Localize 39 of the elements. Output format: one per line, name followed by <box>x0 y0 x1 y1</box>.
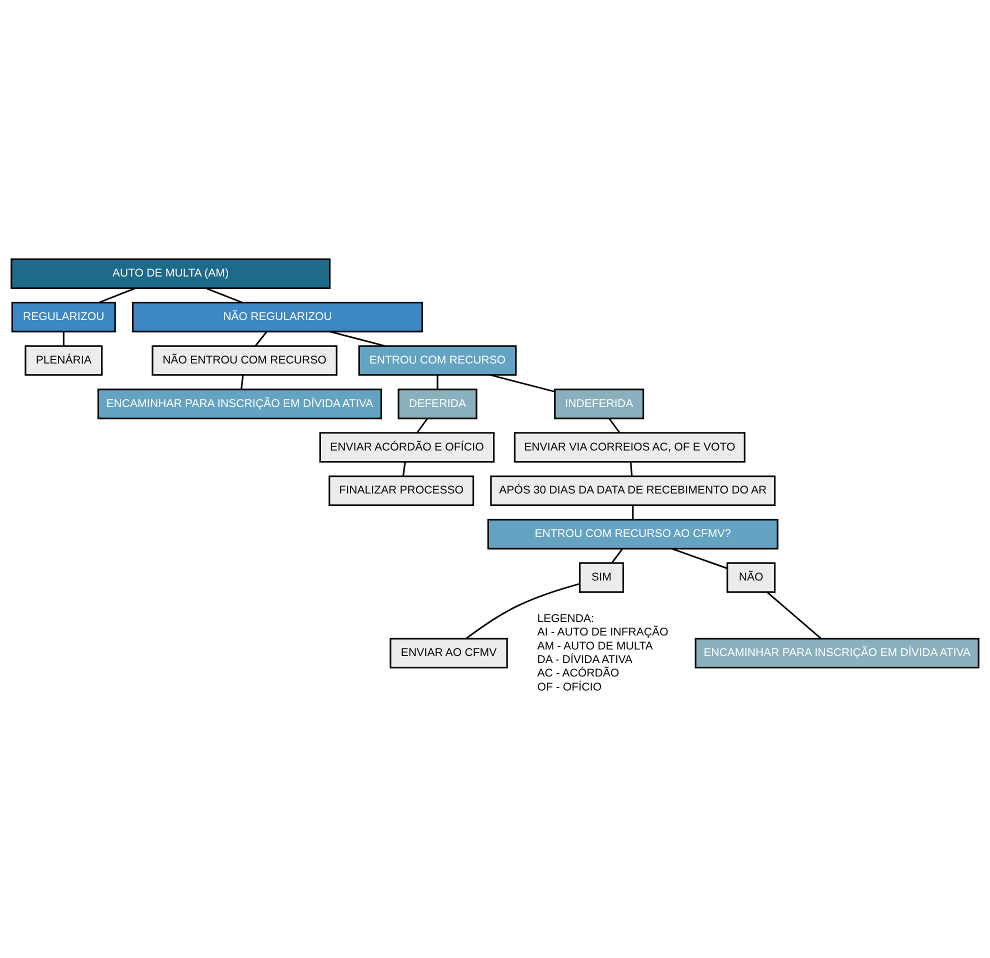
label: OF - OFÍCIO <box>537 680 602 693</box>
connector <box>240 374 244 389</box>
connector <box>436 374 438 389</box>
node-box: NÃO ENTROU COM RECURSO <box>152 344 338 376</box>
connector <box>632 504 634 519</box>
node-box: PLENÁRIA <box>24 344 103 376</box>
label: AC - ACÓRDÃO <box>537 667 620 680</box>
node-box: APÓS 30 DIAS DA DATA DE RECEBIMENTO DO AR <box>490 474 776 506</box>
connector <box>416 417 428 433</box>
connector <box>671 547 728 569</box>
label: AM - AUTO DE MULTA <box>537 640 653 652</box>
node-box: ENVIAR VIA CORREIOS AC, OF E VOTO <box>514 432 746 462</box>
connector <box>62 331 64 346</box>
node-box: ENTROU COM RECURSO <box>358 344 517 376</box>
node-box: DEFERIDA <box>398 388 478 419</box>
connector <box>402 461 406 476</box>
node-box: ENVIAR AO CFMV <box>390 637 508 668</box>
node-box: ENTROU COM RECURSO AO CFMV? <box>487 518 778 549</box>
label: DA - DÍVIDA ATIVA <box>537 653 632 666</box>
connector <box>630 461 633 476</box>
connector <box>254 330 268 346</box>
node-box: REGULARIZOU <box>11 301 116 332</box>
node-box: ENCAMINHAR PARA INSCRIÇÃO EM DÍVIDA ATIVA <box>694 637 980 668</box>
node-box: NÃO REGULARIZOU <box>132 301 424 332</box>
connector <box>466 582 580 639</box>
connector <box>98 286 136 303</box>
connector <box>611 548 624 563</box>
node-box: SIM <box>579 562 624 592</box>
node-box: AUTO DE MULTA (AM) <box>10 258 331 288</box>
node-box: NÃO <box>726 562 776 592</box>
connector <box>766 591 822 639</box>
connector <box>490 374 555 392</box>
node-box: FINALIZAR PROCESSO <box>328 474 474 506</box>
label: LEGENDA: <box>537 612 594 624</box>
node-box: INDEFERIDA <box>554 388 644 419</box>
label: AI - AUTO DE INFRAÇÃO <box>537 626 668 638</box>
node-box: ENCAMINHAR PARA INSCRIÇÃO EM DÍVIDA ATIVA <box>97 388 382 419</box>
node-box: ENVIAR ACÓRDÃO E OFÍCIO <box>319 432 495 462</box>
connector <box>608 417 620 433</box>
